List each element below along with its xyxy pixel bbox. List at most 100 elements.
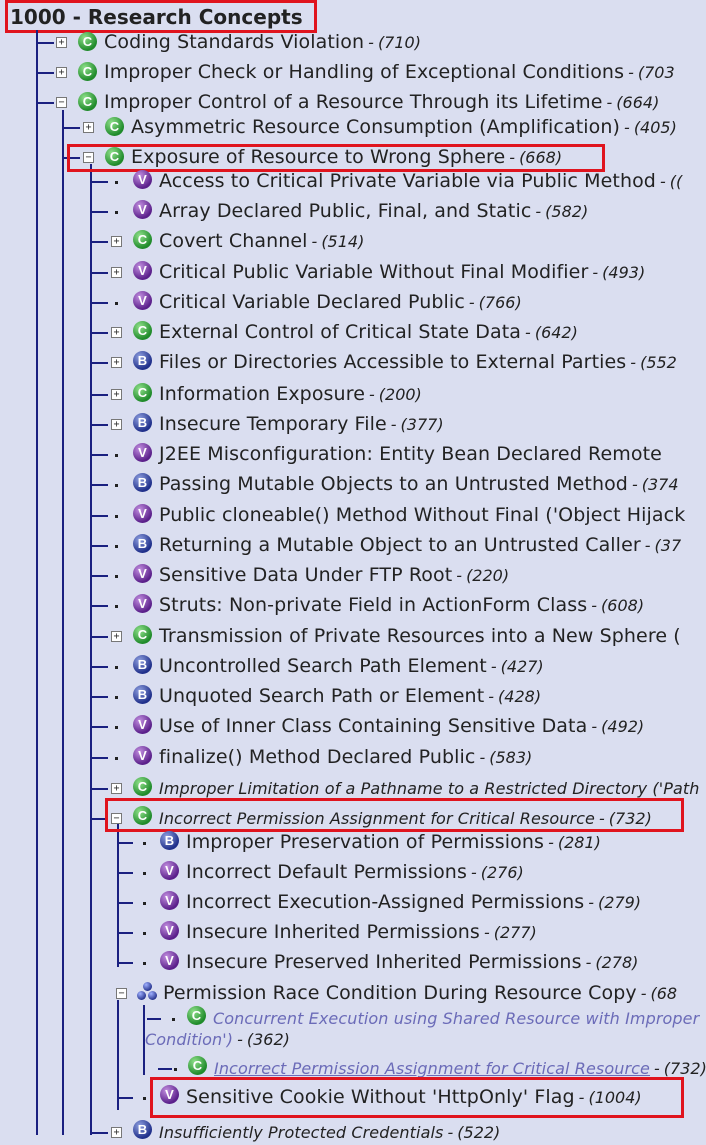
collapse-toggle[interactable]: − <box>116 988 127 999</box>
tree-item-label[interactable]: Sensitive Cookie Without 'HttpOnly' Flag <box>186 1086 575 1108</box>
tree-item-label[interactable]: Incorrect Permission Assignment for Crit… <box>159 808 596 828</box>
tree-item[interactable]: Improper Preservation of Permissions-(28… <box>186 829 601 855</box>
tree-item[interactable]: J2EE Misconfiguration: Entity Bean Decla… <box>159 441 662 467</box>
tree-item[interactable]: Files or Directories Accessible to Exter… <box>159 349 677 375</box>
tree-item-label[interactable]: Insecure Temporary File <box>159 413 387 435</box>
tree-item-label[interactable]: Improper Preservation of Permissions <box>186 831 545 853</box>
expand-toggle[interactable]: + <box>111 389 122 400</box>
tree-item[interactable]: Improper Limitation of a Pathname to a R… <box>159 775 700 801</box>
tree-item-label[interactable]: Coding Standards Violation <box>104 31 365 53</box>
expand-toggle[interactable]: + <box>111 327 122 338</box>
tree-item-label[interactable]: Uncontrolled Search Path Element <box>159 655 487 677</box>
tree-item[interactable]: Concurrent Execution using Shared Resour… <box>213 1005 699 1031</box>
tree-branch <box>36 102 54 104</box>
tree-branch <box>147 1018 161 1020</box>
tree-item-label[interactable]: Critical Variable Declared Public <box>159 291 465 313</box>
tree-item[interactable]: Incorrect Execution-Assigned Permissions… <box>186 889 641 915</box>
tree-item[interactable]: External Control of Critical State Data-… <box>159 319 578 345</box>
tree-item[interactable]: Improper Check or Handling of Exceptiona… <box>104 59 675 85</box>
tree-item[interactable]: Critical Public Variable Without Final M… <box>159 259 645 285</box>
tree-item[interactable]: finalize() Method Declared Public-(583) <box>159 744 532 770</box>
tree-item[interactable]: Insecure Temporary File-(377) <box>159 411 444 437</box>
tree-item-label[interactable]: Covert Channel <box>159 230 308 252</box>
tree-item[interactable]: Passing Mutable Objects to an Untrusted … <box>159 471 679 497</box>
tree-item-continuation[interactable]: Condition') - (362) <box>145 1026 290 1052</box>
tree-branch <box>158 1068 172 1070</box>
tree-item-label[interactable]: Condition') <box>145 1029 234 1049</box>
tree-item[interactable]: Exposure of Resource to Wrong Sphere - (… <box>131 144 562 170</box>
tree-item[interactable]: Public cloneable() Method Without Final … <box>159 502 685 528</box>
tree-item[interactable]: Use of Inner Class Containing Sensitive … <box>159 713 644 739</box>
expand-toggle[interactable]: + <box>111 783 122 794</box>
tree-item-label[interactable]: Asymmetric Resource Consumption (Amplifi… <box>131 116 621 138</box>
tree-item-label[interactable]: Permission Race Condition During Resourc… <box>163 982 637 1004</box>
base-icon: B <box>133 351 152 370</box>
collapse-toggle[interactable]: − <box>83 152 94 163</box>
tree-item[interactable]: Insecure Inherited Permissions-(277) <box>186 919 537 945</box>
tree-item[interactable]: Access to Critical Private Variable via … <box>159 168 682 194</box>
tree-item-label[interactable]: Files or Directories Accessible to Exter… <box>159 351 627 373</box>
tree-item-label[interactable]: Struts: Non-private Field in ActionForm … <box>159 594 588 616</box>
tree-item-label[interactable]: Public cloneable() Method Without Final … <box>159 504 686 526</box>
tree-branch <box>90 757 108 759</box>
expand-toggle[interactable]: + <box>111 419 122 430</box>
tree-item[interactable]: Insecure Preserved Inherited Permissions… <box>186 949 638 975</box>
tree-item[interactable]: Uncontrolled Search Path Element-(427) <box>159 653 544 679</box>
tree-item-label[interactable]: Transmission of Private Resources into a… <box>159 625 681 647</box>
tree-item-label[interactable]: Exposure of Resource to Wrong Sphere <box>131 146 506 168</box>
tree-item[interactable]: Improper Control of a Resource Through i… <box>104 89 659 115</box>
tree-item-label[interactable]: J2EE Misconfiguration: Entity Bean Decla… <box>159 443 662 465</box>
tree-item[interactable]: Sensitive Data Under FTP Root-(220) <box>159 562 509 588</box>
tree-item[interactable]: Coding Standards Violation - (710) <box>104 29 421 55</box>
collapse-toggle[interactable]: − <box>56 97 67 108</box>
expand-toggle[interactable]: + <box>111 631 122 642</box>
item-id: (710) <box>377 32 421 52</box>
tree-item-label[interactable]: Critical Public Variable Without Final M… <box>159 261 589 283</box>
tree-item-label[interactable]: Sensitive Data Under FTP Root <box>159 564 453 586</box>
expand-toggle[interactable]: + <box>111 236 122 247</box>
tree-item-label[interactable]: Information Exposure <box>159 383 365 405</box>
tree-item[interactable]: Sensitive Cookie Without 'HttpOnly' Flag… <box>186 1084 642 1110</box>
tree-item[interactable]: Asymmetric Resource Consumption (Amplifi… <box>131 114 677 140</box>
tree-item-label[interactable]: Improper Control of a Resource Through i… <box>104 91 603 113</box>
expand-toggle[interactable]: + <box>83 122 94 133</box>
tree-item-label[interactable]: Access to Critical Private Variable via … <box>159 170 656 192</box>
expand-toggle[interactable]: + <box>111 357 122 368</box>
tree-item-label[interactable]: Insecure Preserved Inherited Permissions <box>186 951 582 973</box>
tree-item[interactable]: Struts: Non-private Field in ActionForm … <box>159 592 644 618</box>
tree-item[interactable]: Information Exposure-(200) <box>159 381 422 407</box>
tree-item[interactable]: Transmission of Private Resources into a… <box>159 623 681 649</box>
tree-item-label[interactable]: Returning a Mutable Object to an Untrust… <box>159 534 641 556</box>
expand-toggle[interactable]: + <box>56 67 67 78</box>
tree-item[interactable]: Insufficiently Protected Credentials - (… <box>159 1119 500 1145</box>
tree-item-label[interactable]: finalize() Method Declared Public <box>159 746 476 768</box>
tree-item-label[interactable]: Array Declared Public, Final, and Static <box>159 200 532 222</box>
tree-item[interactable]: Unquoted Search Path or Element-(428) <box>159 683 541 709</box>
tree-item-label[interactable]: Use of Inner Class Containing Sensitive … <box>159 715 588 737</box>
tree-item-label[interactable]: Improper Check or Handling of Exceptiona… <box>104 61 625 83</box>
tree-item[interactable]: Returning a Mutable Object to an Untrust… <box>159 532 681 558</box>
tree-item-label[interactable]: Incorrect Default Permissions <box>186 861 467 883</box>
tree-item-label[interactable]: Improper Limitation of a Pathname to a R… <box>159 778 700 798</box>
tree-item[interactable]: Incorrect Default Permissions-(276) <box>186 859 524 885</box>
tree-item-label[interactable]: External Control of Critical State Data <box>159 321 522 343</box>
tree-item[interactable]: Incorrect Permission Assignment for Crit… <box>214 1055 706 1081</box>
tree-item[interactable]: Permission Race Condition During Resourc… <box>163 980 677 1006</box>
expand-toggle[interactable]: + <box>111 1127 122 1138</box>
tree-item-label[interactable]: Passing Mutable Objects to an Untrusted … <box>159 473 628 495</box>
tree-item-label[interactable]: Concurrent Execution using Shared Resour… <box>213 1008 700 1028</box>
tree-item[interactable]: Critical Variable Declared Public-(766) <box>159 289 522 315</box>
tree-item-label[interactable]: Incorrect Execution-Assigned Permissions <box>186 891 585 913</box>
separator: - <box>447 1122 454 1142</box>
tree-item[interactable]: Array Declared Public, Final, and Static… <box>159 198 588 224</box>
collapse-toggle[interactable]: − <box>111 813 122 824</box>
tree-item-label[interactable]: Incorrect Permission Assignment for Crit… <box>214 1058 651 1078</box>
expand-toggle[interactable]: + <box>56 37 67 48</box>
tree-item-label[interactable]: Insufficiently Protected Credentials <box>159 1122 444 1142</box>
expand-toggle[interactable]: + <box>111 267 122 278</box>
tree-item[interactable]: Covert Channel-(514) <box>159 228 364 254</box>
tree-item[interactable]: Incorrect Permission Assignment for Crit… <box>159 805 652 831</box>
tree-item-label[interactable]: Unquoted Search Path or Element <box>159 685 485 707</box>
tree-item-label[interactable]: Insecure Inherited Permissions <box>186 921 480 943</box>
tree-branch <box>90 181 108 183</box>
